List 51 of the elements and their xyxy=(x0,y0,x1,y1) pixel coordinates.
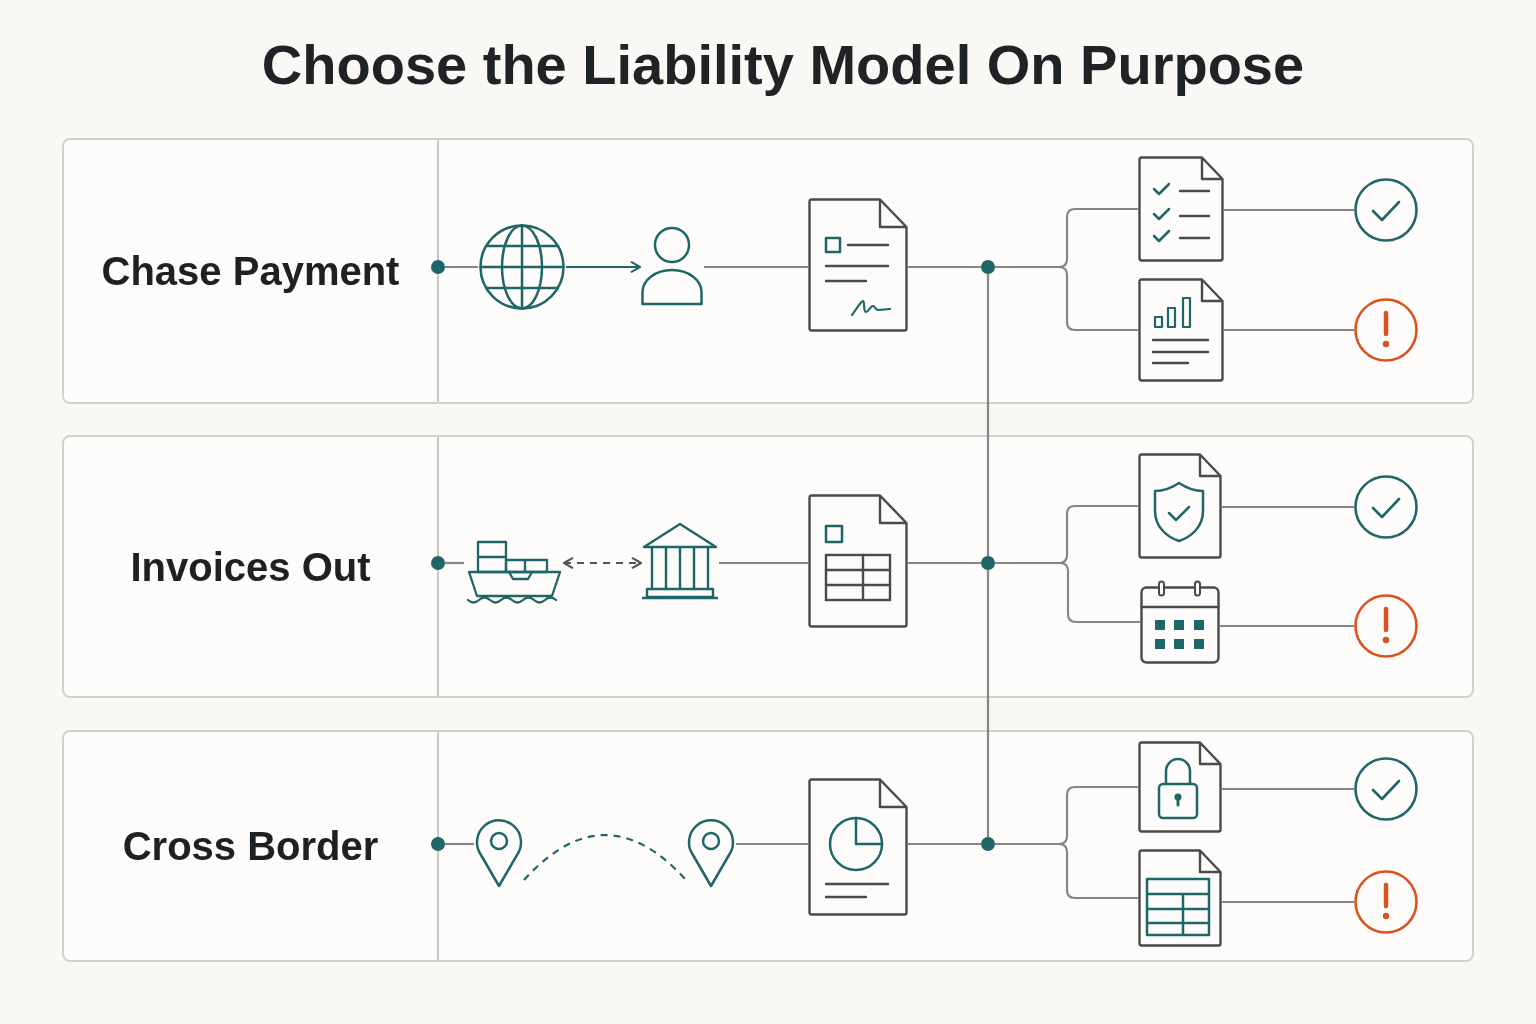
exclamation-circle-icon xyxy=(1354,594,1418,658)
dashed-arc xyxy=(523,834,687,881)
connector-line xyxy=(908,561,981,565)
table-document-icon xyxy=(1138,849,1222,947)
calendar-icon xyxy=(1140,580,1220,664)
connector-line xyxy=(1224,328,1354,332)
diagram-title: Choose the Liability Model On Purpose xyxy=(261,33,1305,97)
shield-document-icon xyxy=(1138,453,1222,559)
dashed-double-arrow xyxy=(563,557,642,569)
connector-line xyxy=(1222,505,1354,509)
spreadsheet-document-icon xyxy=(808,494,908,628)
location-pin-icon xyxy=(474,816,524,888)
connector-line xyxy=(1222,787,1354,791)
pie-chart-document-icon xyxy=(808,778,908,916)
connector-line xyxy=(704,265,808,269)
globe-icon xyxy=(478,223,566,311)
connector-line xyxy=(908,842,981,846)
connector-line xyxy=(986,274,990,556)
check-circle-icon xyxy=(1354,178,1418,242)
row-title: Cross Border xyxy=(122,823,379,870)
row-title: Invoices Out xyxy=(130,543,371,591)
checklist-document-icon xyxy=(1138,156,1224,262)
location-pin-icon xyxy=(686,816,736,888)
signed-document-icon xyxy=(808,198,908,332)
connector-line xyxy=(995,842,1138,900)
connector-line xyxy=(719,561,808,565)
connector-line xyxy=(445,842,474,846)
cargo-ship-icon xyxy=(464,538,564,606)
connector-line xyxy=(908,265,981,269)
connector-line xyxy=(995,265,1138,332)
bank-icon xyxy=(641,522,719,600)
exclamation-circle-icon xyxy=(1354,298,1418,362)
connector-line xyxy=(986,570,990,837)
exclamation-circle-icon xyxy=(1354,870,1418,934)
connector-line xyxy=(736,842,808,846)
row-title: Chase Payment xyxy=(101,248,400,295)
connector-line xyxy=(445,561,464,565)
connector-line xyxy=(445,265,478,269)
lock-document-icon xyxy=(1138,741,1222,833)
connector-line xyxy=(1222,900,1354,904)
connector-line xyxy=(995,561,1140,624)
row-panel xyxy=(62,138,1474,404)
check-circle-icon xyxy=(1354,757,1418,821)
arrow xyxy=(566,261,641,273)
person-icon xyxy=(640,226,704,306)
row-panel xyxy=(62,435,1474,698)
row-panel xyxy=(62,730,1474,962)
bar-chart-document-icon xyxy=(1138,278,1224,382)
connector-line xyxy=(1220,624,1354,628)
connector-line xyxy=(1224,208,1354,212)
check-circle-icon xyxy=(1354,475,1418,539)
